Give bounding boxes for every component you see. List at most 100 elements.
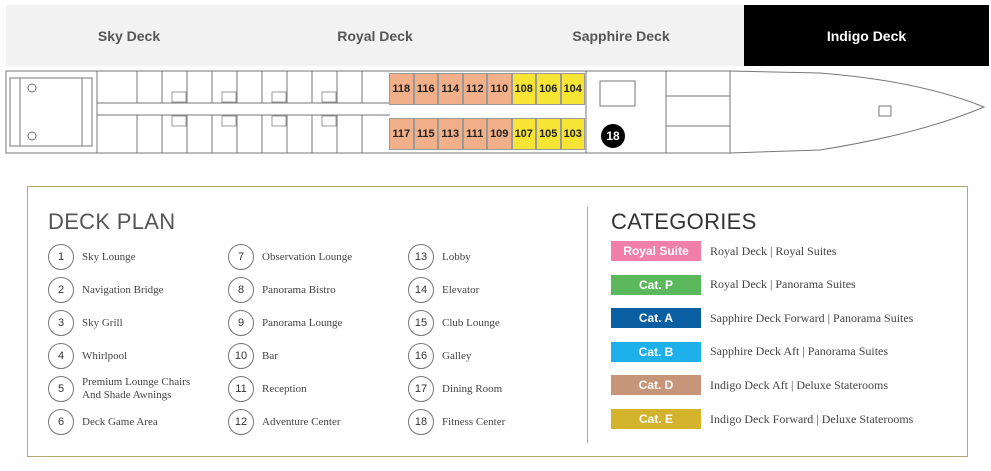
category-swatch: Royal Suite (611, 241, 701, 261)
room-name: Lobby (442, 250, 471, 263)
category-item: Cat. P Royal Deck | Panorama Suites (611, 274, 856, 295)
room-number-badge: 2 (48, 277, 74, 303)
deck-plan-item: 8 Panorama Bistro (228, 276, 372, 304)
cabin-117[interactable]: 117 (389, 118, 414, 150)
room-number-badge: 14 (408, 277, 434, 303)
deck-plan-item: 18 Fitness Center (408, 408, 552, 436)
cabin-111[interactable]: 111 (462, 118, 487, 150)
cabin-113[interactable]: 113 (438, 118, 463, 150)
room-number-badge: 12 (228, 409, 254, 435)
ship-deck-map (5, 70, 986, 154)
cabin-114[interactable]: 114 (438, 73, 463, 105)
category-description: Indigo Deck Aft | Deluxe Staterooms (710, 377, 889, 392)
room-name: Reception (262, 382, 307, 395)
room-number-badge: 3 (48, 310, 74, 336)
room-name: Whirlpool (82, 349, 128, 362)
deck-plan-item: 11 Reception (228, 375, 372, 403)
room-name: Deck Game Area (82, 415, 158, 428)
category-item: Cat. D Indigo Deck Aft | Deluxe Stateroom… (611, 375, 889, 396)
cabin-110[interactable]: 110 (487, 73, 512, 105)
deck-plan-item: 6 Deck Game Area (48, 408, 192, 436)
deck-plan-item: 16 Galley (408, 342, 552, 370)
room-number-badge: 10 (228, 343, 254, 369)
aft-cabins-bottom (136, 115, 363, 153)
room-name: Dining Room (442, 382, 503, 395)
cabin-103[interactable]: 103 (560, 118, 585, 150)
room-name: Club Lounge (442, 316, 500, 329)
room-number-badge: 9 (228, 310, 254, 336)
category-swatch: Cat. P (611, 274, 701, 295)
category-description: Sapphire Deck Aft | Panorama Suites (710, 344, 889, 359)
room-name: Elevator (442, 283, 480, 296)
room-number-badge: 13 (408, 244, 434, 270)
tab-sky-deck[interactable]: Sky Deck (97, 27, 161, 44)
deck-plan-item: 15 Club Lounge (408, 309, 552, 337)
deck-plan-item: 12 Adventure Center (228, 408, 372, 436)
room-number-badge: 4 (48, 343, 74, 369)
room-name: Galley (442, 349, 472, 362)
tab-sapphire-deck[interactable]: Sapphire Deck (572, 27, 670, 44)
category-description: Royal Deck | Panorama Suites (710, 277, 856, 292)
room-name: Adventure Center (262, 415, 341, 428)
room-name: Premium Lounge Chairs And Shade Awnings (82, 376, 191, 401)
category-swatch: Cat. A (611, 308, 701, 329)
tab-royal-deck[interactable]: Royal Deck (337, 27, 413, 44)
cabin-118[interactable]: 118 (389, 73, 414, 105)
room-number-badge: 7 (228, 244, 254, 270)
category-item: Cat. E Indigo Deck Forward | Deluxe State… (611, 409, 913, 429)
room-name: Bar (262, 349, 278, 362)
deck-plan-item: 9 Panorama Lounge (228, 309, 372, 337)
deck-plan-item: 4 Whirlpool (48, 342, 192, 370)
fitness-center-marker[interactable]: 18 (601, 124, 625, 148)
room-number-badge: 11 (228, 376, 254, 402)
cabin-106[interactable]: 106 (536, 73, 561, 105)
room-number-badge: 17 (408, 376, 434, 402)
deck-plan-item: 5 Premium Lounge Chairs And Shade Awnings (48, 375, 192, 403)
category-item: Cat. A Sapphire Deck Forward | Panorama S… (611, 308, 914, 329)
cabin-109[interactable]: 109 (487, 118, 512, 150)
room-number-badge: 18 (408, 409, 434, 435)
category-description: Sapphire Deck Forward | Panorama Suites (710, 310, 914, 325)
room-name: Panorama Bistro (262, 283, 336, 296)
room-name: Navigation Bridge (82, 283, 164, 296)
category-swatch: Cat. D (611, 375, 701, 396)
deck-plan-item: 13 Lobby (408, 243, 552, 271)
category-description: Indigo Deck Forward | Deluxe Staterooms (710, 411, 914, 426)
category-swatch: Cat. B (611, 341, 701, 362)
room-number-badge: 15 (408, 310, 434, 336)
deck-plan-title: DECK PLAN (48, 209, 176, 234)
room-number-badge: 16 (408, 343, 434, 369)
cabin-116[interactable]: 116 (413, 73, 438, 105)
room-number-badge: 5 (48, 376, 74, 402)
room-name: Sky Grill (82, 316, 123, 329)
deck-plan-item: 3 Sky Grill (48, 309, 192, 337)
cabin-115[interactable]: 115 (413, 118, 438, 150)
room-name: Fitness Center (442, 415, 506, 428)
room-number-badge: 1 (48, 244, 74, 270)
legend-divider (587, 207, 588, 443)
deck-tabs: Sky Deck Royal Deck Sapphire Deck Indigo… (6, 5, 989, 66)
category-item: Cat. B Sapphire Deck Aft | Panorama Suite… (611, 341, 889, 362)
cabin-107[interactable]: 107 (511, 118, 536, 150)
deck-plan-item: 14 Elevator (408, 276, 552, 304)
cabin-112[interactable]: 112 (462, 73, 487, 105)
cabin-108[interactable]: 108 (511, 73, 536, 105)
cabin-104[interactable]: 104 (560, 73, 585, 105)
cabin-105[interactable]: 105 (536, 118, 561, 150)
room-name: Sky Lounge (82, 250, 136, 263)
aft-cabins-top (136, 71, 363, 103)
category-description: Royal Deck | Royal Suites (710, 243, 837, 258)
category-item: Royal Suite Royal Deck | Royal Suites (611, 241, 836, 261)
room-name: Panorama Lounge (262, 316, 343, 329)
deck-plan-item: 17 Dining Room (408, 375, 552, 403)
tab-indigo-deck[interactable]: Indigo Deck (744, 5, 989, 66)
room-number-badge: 8 (228, 277, 254, 303)
deck-plan-item: 2 Navigation Bridge (48, 276, 192, 304)
deck-plan-item: 1 Sky Lounge (48, 243, 192, 271)
category-swatch: Cat. E (611, 409, 701, 429)
deck-plan-item: 10 Bar (228, 342, 372, 370)
room-number-badge: 6 (48, 409, 74, 435)
